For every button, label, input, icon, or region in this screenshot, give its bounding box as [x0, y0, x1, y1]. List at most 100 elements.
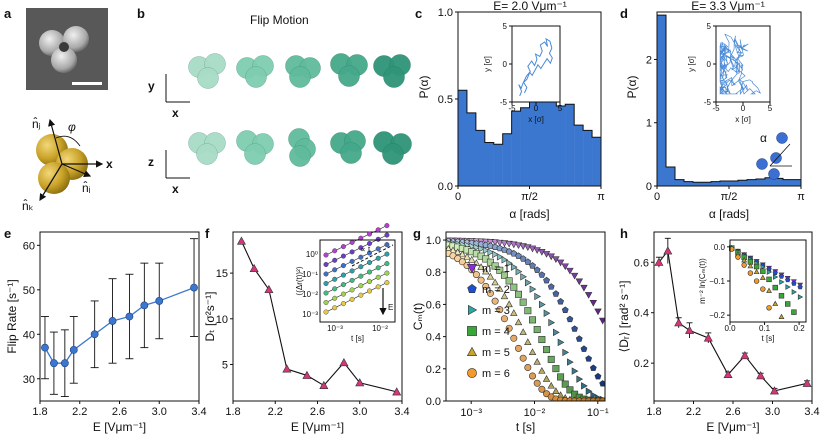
series-6-point — [496, 306, 504, 314]
x-tick-label: 10⁻¹ — [587, 407, 609, 419]
data-point — [264, 284, 274, 294]
flip-sphere-top — [245, 66, 267, 88]
series-6-point — [510, 334, 518, 342]
series-3-point — [478, 245, 485, 253]
inset-point — [766, 305, 772, 311]
inset-point — [772, 300, 779, 306]
y-tick-label: 15 — [216, 268, 228, 280]
inset-point — [375, 274, 381, 280]
inset-point — [323, 309, 329, 315]
series-3-point — [501, 256, 509, 264]
inset-point — [323, 271, 329, 277]
series-6-point — [472, 271, 480, 279]
particle-sphere — [770, 152, 782, 164]
legend-marker — [467, 326, 477, 336]
inset-point — [760, 264, 766, 270]
y-tick-label: 0.2 — [634, 358, 649, 370]
legend-label: m = 4 — [482, 326, 510, 338]
series-2-point — [571, 325, 578, 332]
inset-point — [340, 253, 346, 259]
histogram-bar — [466, 112, 477, 186]
inset-point — [735, 254, 741, 260]
histogram-bar — [520, 107, 530, 186]
vector-label-nk: n̂ₖ — [22, 198, 34, 213]
series-5-point — [552, 387, 560, 394]
histogram-bar — [747, 179, 757, 186]
series-5-point — [496, 285, 504, 292]
vector-label-ni: n̂ᵢ — [82, 180, 91, 195]
series-5-point — [491, 278, 499, 286]
series-3-point — [515, 267, 523, 276]
series-4-point — [524, 307, 532, 315]
series-2-point — [561, 306, 569, 314]
y-tick-label: 0.0 — [714, 243, 726, 252]
series-6-point — [500, 315, 508, 323]
histogram-bar — [493, 144, 503, 186]
series-2-point — [519, 255, 527, 262]
inset-x-tick-label: 10⁻³ — [327, 324, 343, 333]
inset-point — [778, 313, 785, 319]
flip-sphere-top — [289, 66, 311, 88]
histogram-bar — [574, 125, 584, 186]
x-tick-label: 3.4 — [804, 406, 819, 418]
series-2-point — [585, 355, 593, 362]
data-point — [685, 325, 695, 334]
series-4-point — [547, 355, 555, 363]
series-1-point — [589, 299, 598, 307]
series-3-point — [576, 375, 584, 383]
top-axes-indicator: y x — [148, 74, 190, 120]
series-6-point — [533, 379, 541, 387]
inset-point — [766, 269, 773, 275]
data-point — [802, 378, 812, 387]
data-point — [140, 301, 149, 310]
series-2-point — [594, 372, 602, 380]
inset-point — [778, 273, 785, 279]
inset-point — [779, 279, 785, 285]
series-5-point — [533, 357, 541, 365]
series-4-point — [514, 290, 522, 298]
particle-sphere — [756, 158, 768, 170]
inset-point — [760, 268, 766, 274]
series-3-point — [524, 278, 532, 287]
inset-point — [340, 263, 346, 269]
histogram-bar — [675, 179, 685, 186]
inset-point — [332, 257, 338, 263]
x-tick-label: 2.6 — [112, 406, 127, 418]
series-1-point — [575, 278, 583, 286]
data-point — [90, 330, 99, 339]
inset-point — [797, 284, 803, 290]
particle-sphere — [776, 132, 788, 144]
sem-particle — [39, 26, 89, 73]
series-2-point — [557, 298, 564, 305]
y-tick-label: 0 — [503, 60, 508, 69]
series-1-point — [598, 317, 605, 325]
series-5-point — [453, 248, 462, 256]
series-6-point — [458, 258, 466, 266]
inset-point — [323, 262, 329, 268]
series-3-point — [553, 328, 560, 337]
inset-y-tick-label: 10⁻³ — [302, 310, 318, 319]
series-5-point — [500, 292, 509, 300]
inset-point — [785, 277, 791, 283]
series-4-point — [529, 316, 537, 324]
inset-title: ∝ t — [360, 245, 371, 254]
inset-y-tick-label: 10⁰ — [306, 250, 318, 259]
series-5-point — [510, 309, 518, 316]
inset-point — [340, 301, 346, 307]
inset-point — [358, 273, 364, 279]
x-tick-label: -5 — [508, 104, 516, 113]
inset-point — [753, 268, 760, 275]
y-axis-label: P(α) — [625, 76, 639, 99]
x-tick-label: 0.1 — [759, 324, 771, 333]
x-axis-label: α [rads] — [709, 207, 749, 221]
histogram-bar — [538, 100, 548, 186]
inset-point — [375, 227, 381, 233]
data-point — [125, 312, 134, 321]
inset-point — [340, 282, 346, 288]
y-tick-label: 5 — [222, 359, 228, 371]
x-tick-label: 3.4 — [394, 406, 409, 418]
panel-label-g: g — [413, 226, 421, 241]
inset-point — [384, 232, 390, 238]
